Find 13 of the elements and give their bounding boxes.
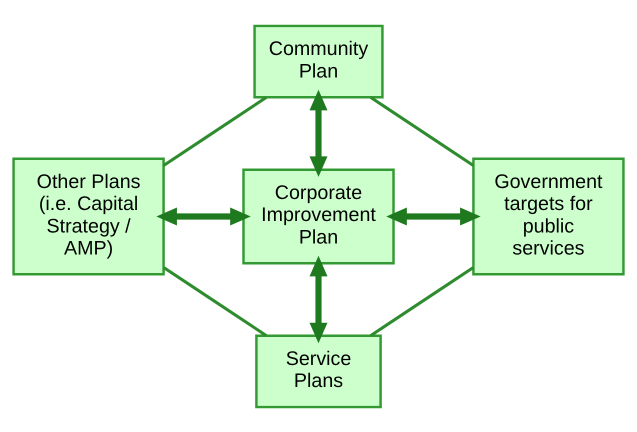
arrow (310, 255, 328, 343)
node-box: Community Plan (253, 24, 384, 98)
connector (370, 96, 474, 166)
node-box: Government targets for public services (472, 156, 625, 276)
arrow (386, 207, 481, 225)
connector (370, 266, 474, 336)
node-box: Corporate Improvement Plan (242, 168, 395, 264)
node-box: Other Plans (i.e. Capital Strategy / AMP) (12, 156, 165, 276)
arrow (156, 207, 251, 225)
connector (163, 266, 268, 336)
node-box: Service Plans (255, 334, 382, 408)
connector (162, 96, 268, 166)
arrow (310, 89, 328, 176)
